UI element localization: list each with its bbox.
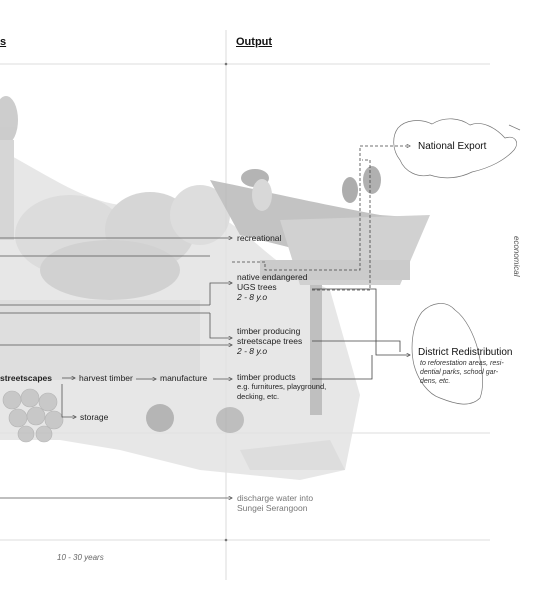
national-map-outline	[393, 118, 521, 179]
timber-products-output: timber products e.g. furnitures, playgro…	[237, 372, 326, 402]
products-line3: decking, etc.	[237, 392, 280, 401]
storage-node: storage	[80, 412, 109, 422]
recreational-output: recreational	[237, 233, 282, 243]
district-note2: dential parks, school gar-	[420, 369, 499, 376]
flow-lines	[0, 238, 232, 498]
inputs-header: s	[0, 36, 7, 48]
collage-photo	[0, 96, 430, 480]
native-line1: native endangered	[237, 272, 308, 282]
economical-side-label: economical	[512, 236, 521, 277]
district-note1: to reforestation areas, resi-	[420, 360, 504, 367]
streetscapes-node: streetscapes	[0, 373, 52, 383]
discharge-line2: Sungei Serangoon	[237, 503, 308, 513]
destination-lines	[232, 146, 410, 380]
national-export-label: National Export	[418, 141, 487, 152]
timber-trees-age: 2 - 8 y.o	[237, 346, 268, 356]
products-line1: timber products	[237, 372, 296, 382]
products-line2: e.g. furnitures, playground,	[237, 382, 327, 391]
native-trees-output: native endangered UGS trees 2 - 8 y.o	[237, 272, 307, 302]
district-note3: dens, etc.	[420, 378, 451, 385]
harvest-node: harvest timber	[79, 373, 133, 383]
native-age: 2 - 8 y.o	[237, 292, 268, 302]
district-map-outline	[411, 303, 483, 405]
discharge-line1: discharge water into	[237, 493, 314, 503]
timber-trees-line2: streetscape trees	[237, 336, 303, 346]
output-header: Output	[236, 36, 273, 48]
district-note: to reforestation areas, resi- dential pa…	[420, 359, 504, 386]
timber-trees-line1: timber producing	[237, 326, 301, 336]
timber-trees-output: timber producing streetscape trees 2 - 8…	[237, 326, 302, 356]
district-redistribution-label: District Redistribution	[418, 347, 513, 358]
discharge-output: discharge water into Sungei Serangoon	[237, 493, 313, 513]
manufacture-node: manufacture	[160, 373, 208, 383]
native-line2: UGS trees	[237, 282, 277, 292]
grid-markers	[224, 62, 228, 542]
timeline-label: 10 - 30 years	[57, 553, 104, 562]
